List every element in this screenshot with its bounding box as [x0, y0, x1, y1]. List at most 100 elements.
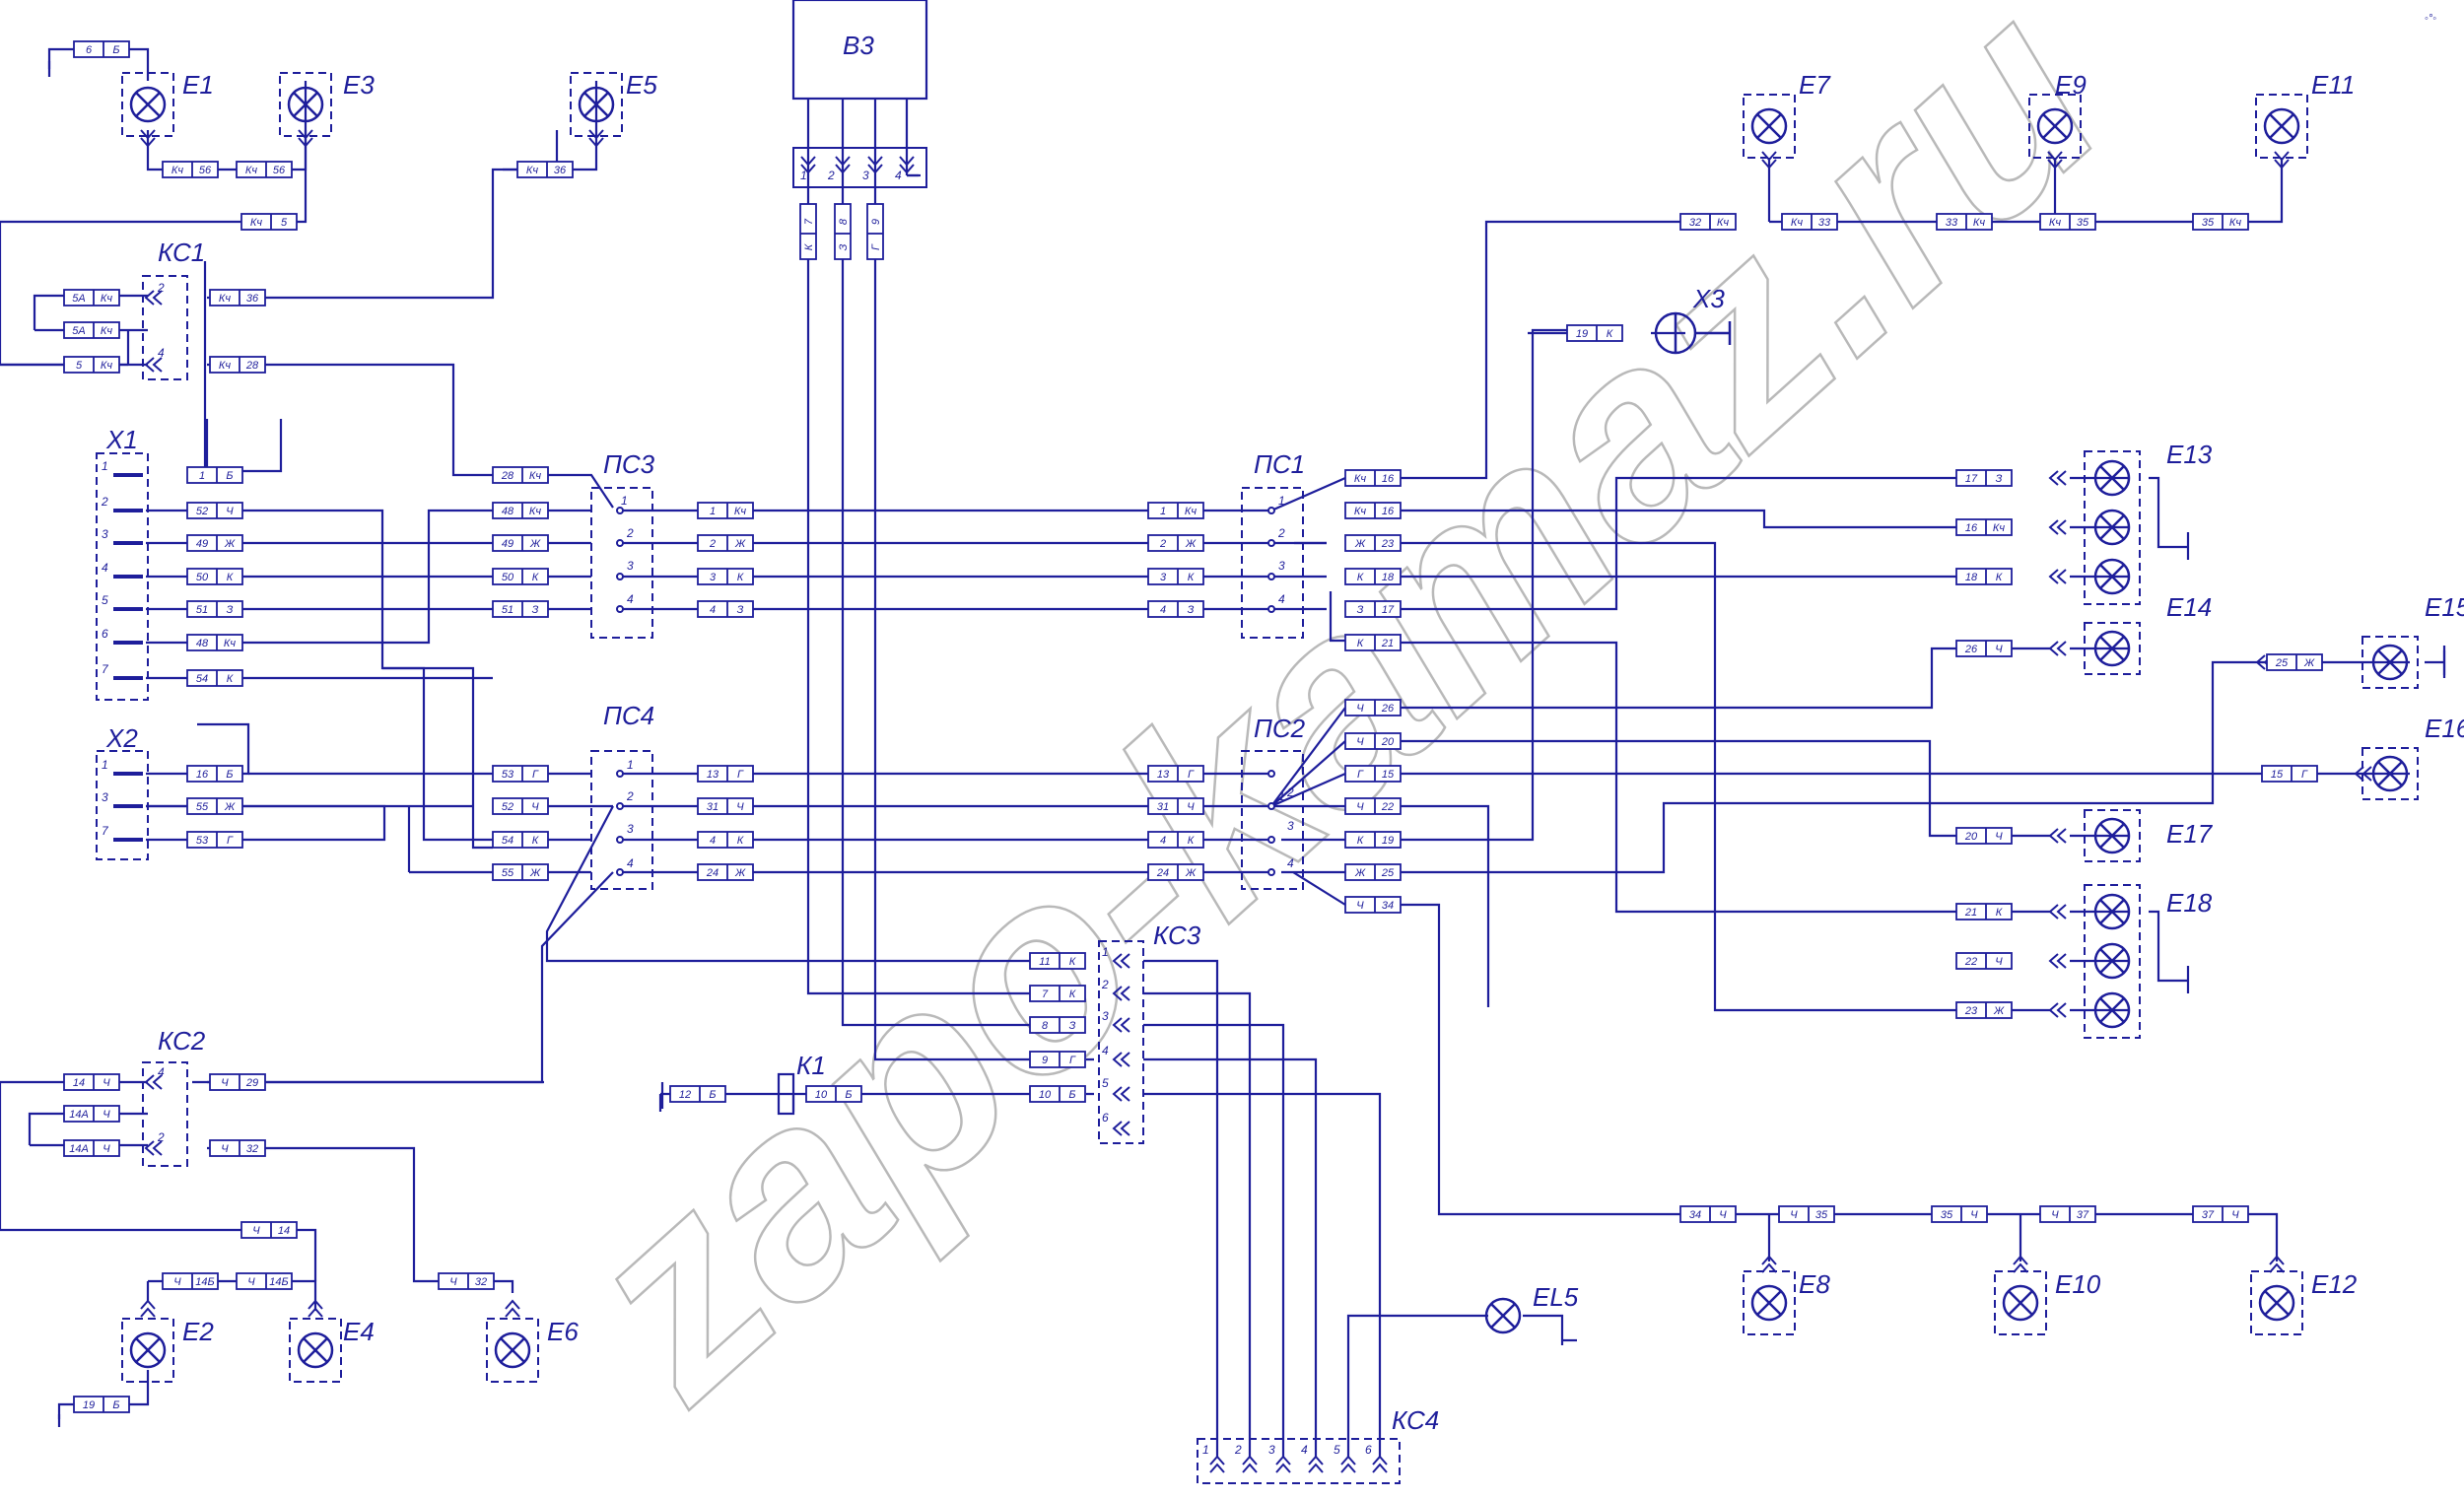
svg-text:54: 54 [502, 835, 513, 847]
svg-text:К: К [737, 835, 744, 847]
svg-text:19: 19 [1382, 835, 1394, 847]
svg-text:52: 52 [196, 506, 208, 517]
kc2-label: КС2 [158, 1026, 206, 1056]
lamp-e12 [2249, 1269, 2304, 1336]
svg-text:Ч: Ч [221, 1143, 229, 1155]
pin-num: 1 [1278, 494, 1285, 508]
pin-num: 4 [627, 592, 634, 606]
svg-text:Ж: Ж [1993, 1005, 2005, 1017]
svg-text:48: 48 [196, 638, 209, 649]
svg-text:Ч: Ч [103, 1109, 110, 1121]
watermark-text: zapo-kamaz.ru [520, 0, 2155, 1457]
svg-text:51: 51 [196, 604, 208, 616]
lamp-e4 [288, 1317, 343, 1384]
svg-text:53: 53 [196, 835, 209, 847]
svg-text:Б: Б [226, 769, 233, 781]
svg-text:К: К [1069, 989, 1076, 1000]
svg-text:1: 1 [1160, 506, 1166, 517]
svg-text:Кч: Кч [2049, 217, 2061, 229]
block-b3: В3 [791, 0, 928, 188]
e10-label: Е10 [2055, 1269, 2101, 1299]
wires [0, 47, 2446, 1457]
pin-num: 3 [627, 822, 634, 836]
svg-text:Ч: Ч [2051, 1209, 2059, 1221]
svg-text:17: 17 [1965, 473, 1978, 485]
svg-text:13: 13 [707, 769, 719, 781]
svg-text:Кч: Кч [1354, 473, 1366, 485]
svg-text:Кч: Кч [171, 165, 183, 176]
svg-text:Ч: Ч [221, 1077, 229, 1089]
svg-text:15: 15 [2271, 769, 2284, 781]
svg-text:Кч: Кч [101, 325, 112, 337]
svg-text:14А: 14А [69, 1109, 89, 1121]
svg-text:Б: Б [845, 1089, 852, 1101]
pin-num: 1 [1202, 1443, 1209, 1457]
svg-text:Ч: Ч [1719, 1209, 1727, 1221]
grounds [47, 61, 2446, 1427]
pin-num: 3 [1278, 559, 1285, 573]
svg-text:26: 26 [1381, 703, 1395, 715]
svg-text:З: З [1357, 604, 1364, 616]
svg-text:6: 6 [86, 44, 93, 56]
svg-text:35: 35 [1815, 1209, 1828, 1221]
pin-num: 3 [862, 169, 869, 182]
svg-text:37: 37 [2202, 1209, 2215, 1221]
svg-text:Кч: Кч [529, 470, 541, 482]
svg-text:56: 56 [273, 165, 286, 176]
svg-text:Г: Г [532, 769, 539, 781]
wire-tag: 9Г [866, 203, 884, 260]
pin-num: 1 [1102, 945, 1109, 959]
pin-num: 2 [1286, 785, 1294, 799]
svg-text:К: К [532, 572, 539, 583]
svg-text:8: 8 [838, 218, 850, 225]
svg-text:29: 29 [245, 1077, 258, 1089]
e11-label: Е11 [2311, 70, 2355, 100]
svg-text:31: 31 [707, 801, 719, 813]
svg-text:54: 54 [196, 673, 208, 685]
kc4-label: КС4 [1392, 1405, 1439, 1435]
svg-text:5А: 5А [72, 293, 85, 305]
svg-text:5: 5 [76, 360, 83, 372]
svg-text:50: 50 [502, 572, 514, 583]
svg-text:К: К [1069, 956, 1076, 968]
svg-text:Кч: Кч [2229, 217, 2241, 229]
b3-label: В3 [843, 31, 874, 60]
svg-text:12: 12 [679, 1089, 691, 1101]
svg-text:1: 1 [710, 506, 716, 517]
e18-label: Е18 [2166, 888, 2213, 918]
e1-label: Е1 [182, 70, 214, 100]
svg-text:З: З [1996, 473, 2003, 485]
pin-num: 6 [1102, 1111, 1109, 1125]
e14-label: Е14 [2166, 592, 2212, 622]
svg-text:9: 9 [870, 219, 882, 225]
